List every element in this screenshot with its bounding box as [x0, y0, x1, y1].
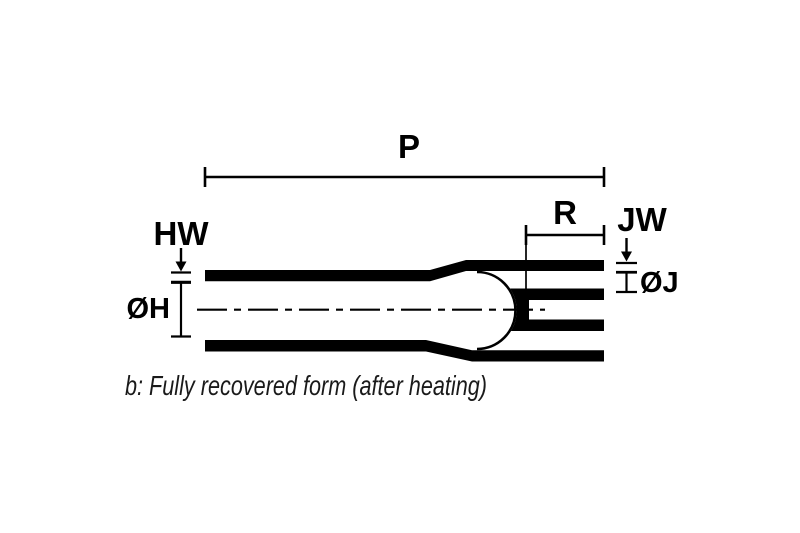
figure-caption: b: Fully recovered form (after heating) — [125, 370, 487, 401]
bore-dome — [477, 270, 517, 351]
hw-annotation — [171, 248, 191, 283]
hw-label: HW — [154, 215, 210, 252]
boot-bottom-wall — [205, 340, 604, 362]
boot-lower-leg-inner-wall — [490, 319, 604, 331]
boot-upper-leg-inner-wall — [490, 288, 604, 300]
jw-label: JW — [617, 201, 667, 238]
oj-dimension — [616, 271, 637, 294]
hw-arrow-down-icon — [175, 261, 187, 272]
jw-annotation — [616, 238, 637, 274]
oj-label: ØJ — [640, 267, 679, 299]
r-label: R — [553, 194, 577, 231]
boot-top-wall — [205, 260, 604, 282]
jw-arrow-down-icon — [621, 251, 632, 262]
dimension-r — [524, 225, 606, 289]
boot-body — [205, 260, 604, 362]
oh-dimension — [171, 281, 191, 338]
p-label: P — [398, 128, 420, 165]
oh-label: ØH — [127, 293, 171, 325]
dimension-p — [203, 167, 606, 187]
